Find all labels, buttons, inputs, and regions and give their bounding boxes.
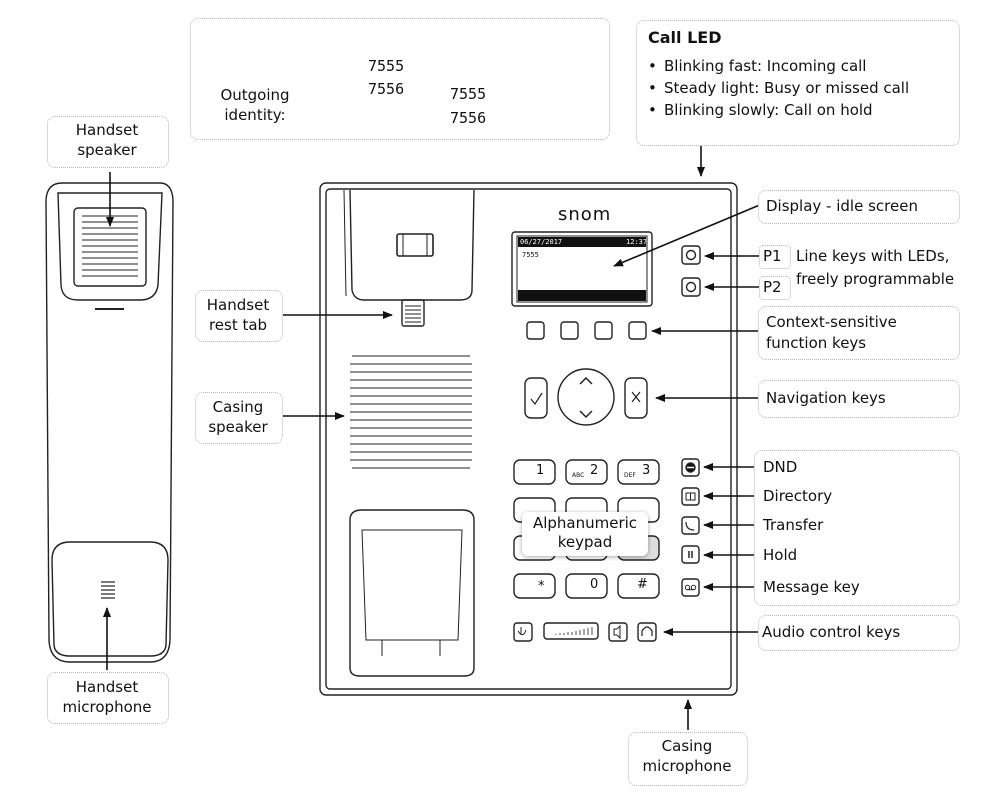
call-led-item: Steady light: Busy or missed call [648, 77, 953, 99]
dnd-label: DND [763, 458, 798, 476]
casing-speaker-label: Casing speaker [195, 397, 281, 437]
outgoing-identity-label: Outgoing identity: [210, 85, 300, 125]
casing-speaker-grille [350, 355, 472, 469]
handset [45, 182, 174, 663]
identity-callout-box [190, 18, 610, 140]
call-led-item: Blinking slowly: Call on hold [648, 99, 953, 121]
audio-control-keys-label: Audio control keys [762, 623, 901, 641]
back-screen-time: 14:25 [534, 31, 577, 47]
key-hash-label: # [637, 577, 648, 592]
key-3-label: 3 [642, 463, 651, 478]
label-line: Casing [661, 737, 713, 755]
label-line: Handset [75, 121, 139, 139]
alphanumeric-keypad-label: Alphanumeric keypad [522, 514, 648, 552]
transfer-label: Transfer [763, 516, 824, 534]
key-2-label: 2 [590, 463, 599, 478]
label-line: microphone [642, 757, 732, 775]
display-line: 7555 [522, 251, 539, 259]
directory-label: Directory [763, 487, 833, 505]
call-led-list: Blinking fast: Incoming call Steady ligh… [648, 55, 953, 121]
handset-speaker-label: Handset speaker [47, 120, 167, 160]
label-line: speaker [208, 418, 268, 436]
handset-speaker-box [47, 116, 169, 168]
display-time: 12:37 [626, 238, 648, 246]
key-1-label: 1 [536, 463, 545, 478]
key-star-label: * [538, 579, 545, 594]
casing-microphone-box [628, 732, 748, 786]
key-3-sub: DEF [624, 472, 636, 479]
handset-rest-tab-box [195, 290, 283, 342]
line-keys-label-2: freely programmable [796, 270, 955, 288]
call-led-item: Blinking fast: Incoming call [648, 55, 953, 77]
context-keys-label-1: Context-sensitive [766, 313, 897, 331]
display-idle-box [758, 190, 960, 224]
key-0-label: 0 [590, 577, 599, 592]
label-line: keypad [557, 533, 613, 551]
side-keys-box [754, 450, 960, 606]
hold-label: Hold [763, 546, 798, 564]
key-2-sub: ABC [572, 472, 585, 479]
context-keys-label-2: function keys [766, 334, 867, 352]
front-screen-line-2: 7556 [450, 109, 487, 127]
label-line: Alphanumeric [532, 514, 638, 532]
call-led-title: Call LED [648, 28, 722, 47]
front-screen-date: 06/27/2017 [416, 59, 507, 77]
casing-microphone-label: Casing microphone [628, 736, 746, 776]
navigation-keys-box [758, 380, 960, 418]
back-screen-line-2: 7556 [368, 80, 405, 98]
context-keys-box [758, 306, 960, 360]
label-line: Handset [206, 296, 270, 314]
p1-box [759, 245, 791, 269]
display-date: 06/27/2017 [520, 238, 563, 246]
label-line: Casing [212, 398, 264, 416]
casing-speaker-box [195, 392, 283, 444]
label-line: identity: [224, 106, 286, 124]
back-screen-date: 06/27/2017 [340, 31, 425, 47]
p1-label: P1 [763, 247, 782, 265]
handset-microphone-label: Handset microphone [47, 677, 167, 717]
label-line: Handset [75, 678, 139, 696]
display-idle-label: Display - idle screen [766, 197, 918, 215]
navigation-keys-label: Navigation keys [766, 389, 886, 407]
handset-rest-tab-label: Handset rest tab [195, 295, 281, 335]
front-screen-line-1: 7555 [450, 85, 487, 103]
label-line: rest tab [208, 316, 268, 334]
handset-microphone-box [47, 672, 169, 724]
audio-keys-box [758, 615, 960, 651]
alphanumeric-keypad-tag [522, 512, 648, 556]
line-keys-label-1: Line keys with LEDs, [796, 247, 950, 265]
label-line: microphone [62, 698, 152, 716]
handset-mic-holes [101, 581, 115, 599]
brand-logo: snom [558, 204, 612, 225]
message-key-label: Message key [763, 578, 860, 596]
p2-box [759, 276, 791, 300]
back-screen-line-1: 7555 [368, 57, 405, 75]
phone-body [319, 182, 738, 696]
call-led-panel: Call LED Blinking fast: Incoming call St… [648, 28, 953, 121]
label-line: Outgoing [220, 86, 290, 104]
label-line: speaker [77, 141, 137, 159]
p2-label: P2 [763, 278, 782, 296]
